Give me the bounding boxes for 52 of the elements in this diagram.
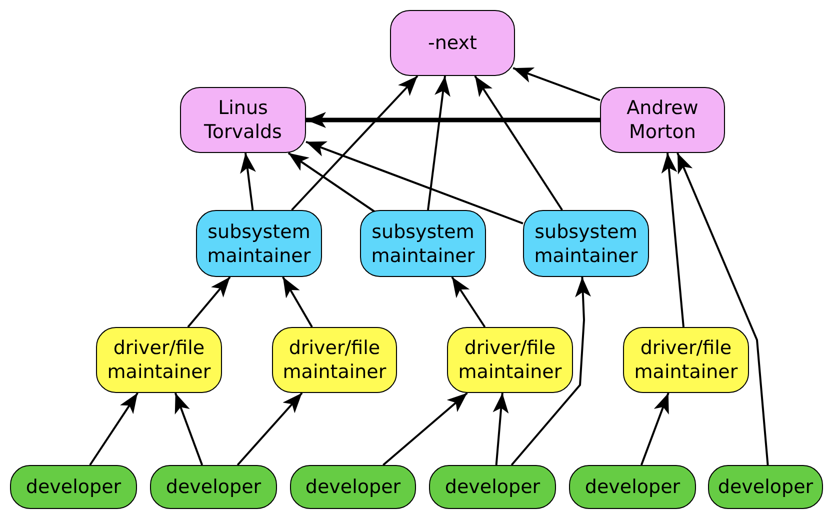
arrow	[492, 392, 509, 466]
role-label: driver/file maintainer	[633, 336, 739, 384]
arrow	[282, 276, 313, 328]
role-label: driver/file maintainer	[282, 336, 388, 384]
arrow	[240, 152, 256, 210]
role-label: developer	[718, 475, 814, 499]
role-box	[180, 87, 306, 153]
arrow	[640, 392, 670, 466]
arrow	[291, 75, 418, 211]
role-box	[429, 465, 556, 509]
role-box	[150, 465, 277, 509]
role-label: subsystem maintainer	[206, 220, 312, 268]
role-label: developer	[584, 475, 680, 499]
arrow	[306, 140, 524, 224]
role-box	[360, 210, 486, 277]
role-box	[290, 465, 416, 509]
role-box	[96, 327, 222, 393]
role-box	[196, 210, 322, 277]
role-label: developer	[305, 475, 401, 499]
role-label: Andrew Morton	[626, 96, 700, 144]
arrow	[512, 67, 600, 102]
arrow	[474, 75, 563, 211]
role-box	[523, 210, 649, 277]
role-label: driver/file maintainer	[106, 336, 212, 384]
arrow	[187, 276, 231, 328]
role-box	[390, 10, 515, 76]
role-label: developer	[26, 475, 122, 499]
role-box	[272, 327, 397, 393]
role-label: subsystem maintainer	[370, 220, 476, 268]
arrow	[676, 152, 769, 466]
role-box	[623, 327, 749, 393]
role-box	[569, 465, 696, 509]
arrow	[510, 276, 592, 466]
role-label: -next	[428, 31, 477, 55]
role-label: developer	[166, 475, 262, 499]
arrow	[661, 152, 684, 328]
arrow	[236, 392, 303, 466]
arrow	[451, 276, 486, 328]
role-label: subsystem maintainer	[533, 220, 639, 268]
role-label: Linus Torvalds	[203, 96, 283, 144]
role-box	[600, 87, 725, 153]
role-label: driver/file maintainer	[457, 336, 563, 384]
role-box	[708, 465, 823, 509]
arrow	[174, 392, 204, 466]
arrow	[288, 152, 376, 213]
arrow	[382, 392, 468, 466]
role-label: developer	[444, 475, 540, 499]
role-box	[10, 465, 137, 509]
arrow	[89, 392, 138, 466]
role-box	[447, 327, 573, 393]
arrow	[427, 76, 450, 210]
arrow	[306, 112, 600, 128]
